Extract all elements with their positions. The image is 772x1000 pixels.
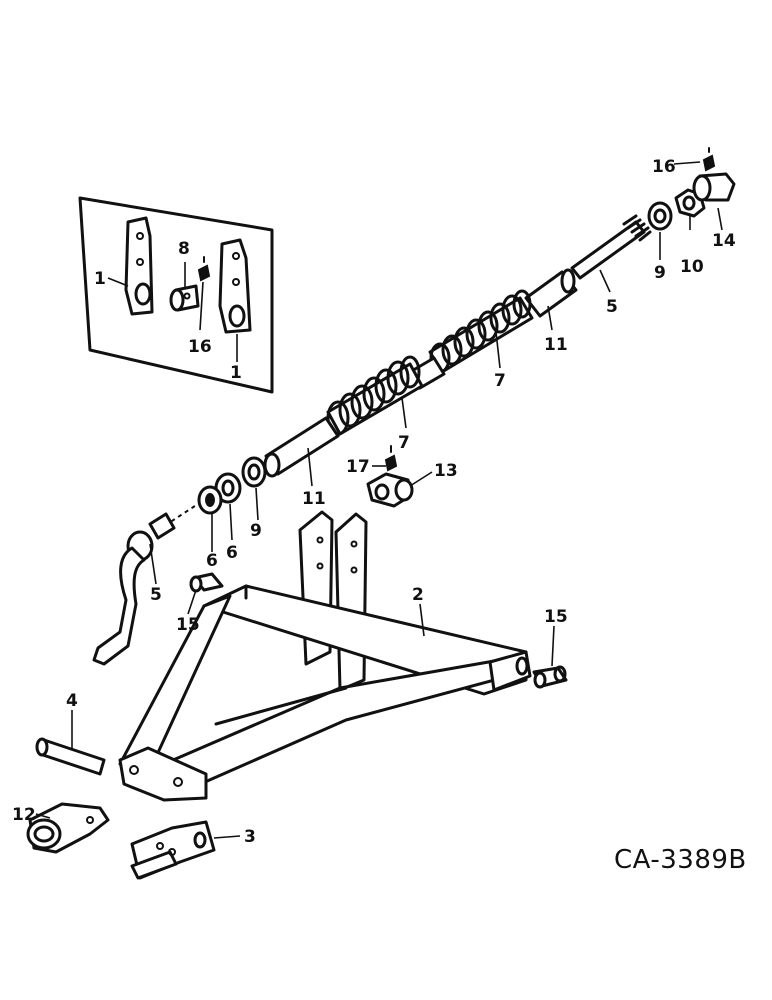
a-frame-2 xyxy=(118,510,532,802)
callout-5: 5 xyxy=(606,297,618,317)
callout-1: 1 xyxy=(94,269,106,289)
callout-9: 9 xyxy=(250,521,262,541)
coupler-14 xyxy=(692,172,736,202)
callout-5: 5 xyxy=(150,585,162,605)
screw-5-upper xyxy=(570,214,652,280)
callout-13: 13 xyxy=(434,461,458,481)
callout-3: 3 xyxy=(244,827,256,847)
callout-4: 4 xyxy=(66,691,78,711)
callout-16: 16 xyxy=(652,157,676,177)
drawing-code: CA-3389B xyxy=(614,845,747,875)
grease-fitting-16-inset xyxy=(197,256,211,282)
callout-10: 10 xyxy=(680,257,704,277)
callout-14: 14 xyxy=(712,231,736,251)
callout-6: 6 xyxy=(206,551,218,571)
callout-15: 15 xyxy=(176,615,200,635)
inset-detail xyxy=(78,196,274,394)
washer-9-upper xyxy=(647,201,673,231)
yoke-13 xyxy=(366,445,414,508)
grease-fitting-16-upper xyxy=(702,147,716,172)
callout-9: 9 xyxy=(654,263,666,283)
bearing-6-b xyxy=(197,485,223,515)
pin-15-left xyxy=(189,572,224,593)
tube-11-upper xyxy=(524,268,578,318)
callout-16: 16 xyxy=(188,337,212,357)
pin-15-right xyxy=(532,665,568,689)
crank-5 xyxy=(92,503,199,666)
callout-7: 7 xyxy=(494,371,506,391)
plate-left xyxy=(124,216,154,316)
washer-9-lower xyxy=(241,456,267,488)
callout-7: 7 xyxy=(398,433,410,453)
pin-4 xyxy=(35,737,106,776)
pin-8 xyxy=(169,284,200,312)
callout-2: 2 xyxy=(412,585,424,605)
callout-17: 17 xyxy=(346,457,370,477)
callout-8: 8 xyxy=(178,239,190,259)
callout-1: 1 xyxy=(230,363,242,383)
callout-labels: 1 8 16 1 16 14 10 9 5 11 7 7 11 9 6 6 5 … xyxy=(12,157,736,847)
plate-right xyxy=(218,238,252,334)
hitch-12 xyxy=(26,802,110,854)
callout-15: 15 xyxy=(544,607,568,627)
callout-11: 11 xyxy=(544,335,568,355)
tube-11-lower xyxy=(263,416,340,478)
callout-6: 6 xyxy=(226,543,238,563)
spring-7-lower xyxy=(326,355,424,436)
callout-12: 12 xyxy=(12,805,36,825)
clevis-3 xyxy=(130,820,216,880)
leader-lines xyxy=(35,161,723,839)
jack-shaft-assembly xyxy=(92,214,652,666)
spring-7-upper xyxy=(428,289,534,374)
callout-11: 11 xyxy=(302,489,326,509)
